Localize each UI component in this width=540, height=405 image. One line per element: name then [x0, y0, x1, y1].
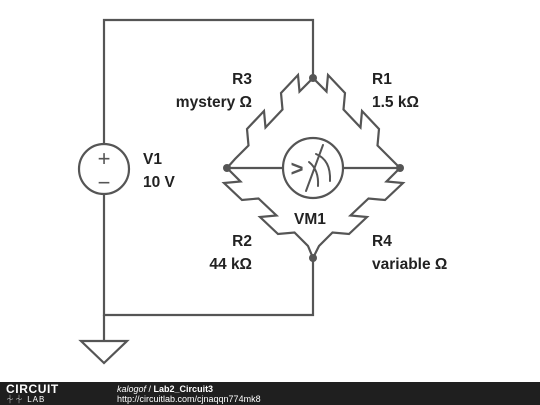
source-plus-sign: + — [98, 146, 111, 171]
credit-separator: / — [146, 384, 154, 394]
resistor-r3 — [225, 72, 315, 170]
r1-name-label: R1 — [372, 71, 392, 88]
r2-value-label: 44 kΩ — [209, 256, 252, 273]
ground-icon — [78, 313, 130, 365]
voltmeter-glyph: > — [291, 156, 304, 181]
wire-top — [102, 18, 315, 146]
voltage-source-symbol — [77, 142, 131, 196]
author-link[interactable]: kalogof — [117, 384, 147, 394]
r2-name-label: R2 — [232, 233, 252, 250]
resistor-r4 — [311, 166, 406, 260]
r4-value-label: variable Ω — [372, 256, 447, 273]
r3-name-label: R3 — [232, 71, 252, 88]
node-left — [223, 164, 231, 172]
voltmeter-symbol — [281, 136, 345, 200]
logo-wave-icon: ⏆⏆ — [6, 395, 24, 404]
circuit-url-row: http://circuitlab.com/cjnaqqn774mk8 — [117, 394, 261, 404]
circuit-title-link[interactable]: Lab2_Circuit3 — [153, 384, 214, 394]
logo-text-top: CIRCUIT — [6, 382, 59, 396]
meter-name-label: VM1 — [294, 211, 326, 228]
logo-text-lab: LAB — [27, 395, 46, 404]
r3-value-label: mystery Ω — [176, 94, 252, 111]
wire-bottom — [102, 192, 315, 317]
resistor-r2 — [221, 166, 315, 260]
source-value-label: 10 V — [143, 174, 176, 191]
node-right — [396, 164, 404, 172]
circuit-url-link[interactable]: http://circuitlab.com/cjnaqqn774mk8 — [117, 394, 261, 404]
logo-text-bottom: ⏆⏆ LAB — [6, 395, 45, 404]
footer-bar: CIRCUIT ⏆⏆ LAB kalogof / Lab2_Circuit3 h… — [0, 382, 540, 405]
r1-value-label: 1.5 kΩ — [372, 94, 419, 111]
r4-name-label: R4 — [372, 233, 392, 250]
source-minus-sign: − — [98, 170, 111, 195]
node-top — [309, 74, 317, 82]
circuitlab-logo[interactable]: CIRCUIT ⏆⏆ LAB — [6, 383, 106, 405]
circuit-credit: kalogof / Lab2_Circuit3 — [117, 384, 213, 394]
voltmeter-needle-icon — [305, 144, 332, 192]
source-name-label: V1 — [143, 151, 162, 168]
node-bottom — [309, 254, 317, 262]
resistor-r1 — [311, 72, 402, 170]
